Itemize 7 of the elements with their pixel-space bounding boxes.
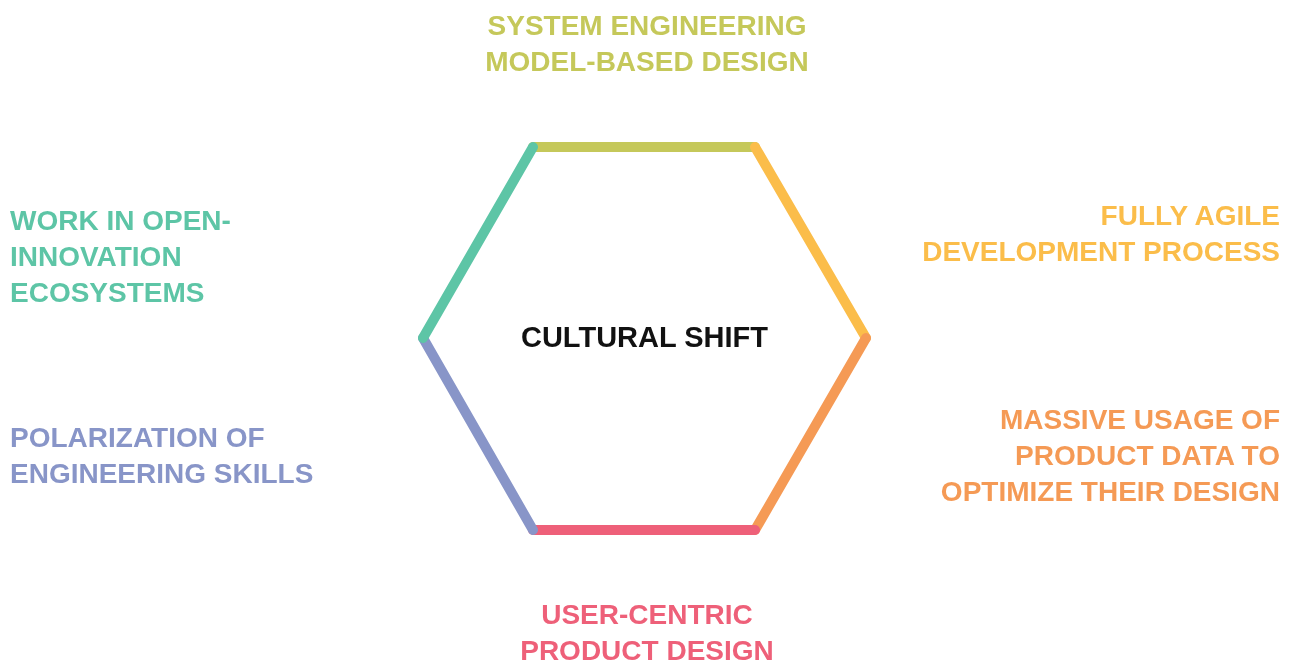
topic-label: MASSIVE USAGE OF PRODUCT DATA TO OPTIMIZE THEIR DESIGN	[939, 403, 1280, 509]
topic-label: FULLY AGILE DEVELOPMENT PROCESS	[921, 199, 1280, 269]
topic-label: USER-CENTRIC PRODUCT DESIGN	[519, 598, 775, 665]
topic-label: SYSTEM ENGINEERING MODEL-BASED DESIGN	[484, 9, 810, 79]
center-label: CULTURAL SHIFT	[520, 320, 769, 354]
topic-label: POLARIZATION OF ENGINEERING SKILLS	[10, 421, 315, 491]
topic-label: WORK IN OPEN-INNOVATION ECOSYSTEMS	[10, 204, 232, 310]
